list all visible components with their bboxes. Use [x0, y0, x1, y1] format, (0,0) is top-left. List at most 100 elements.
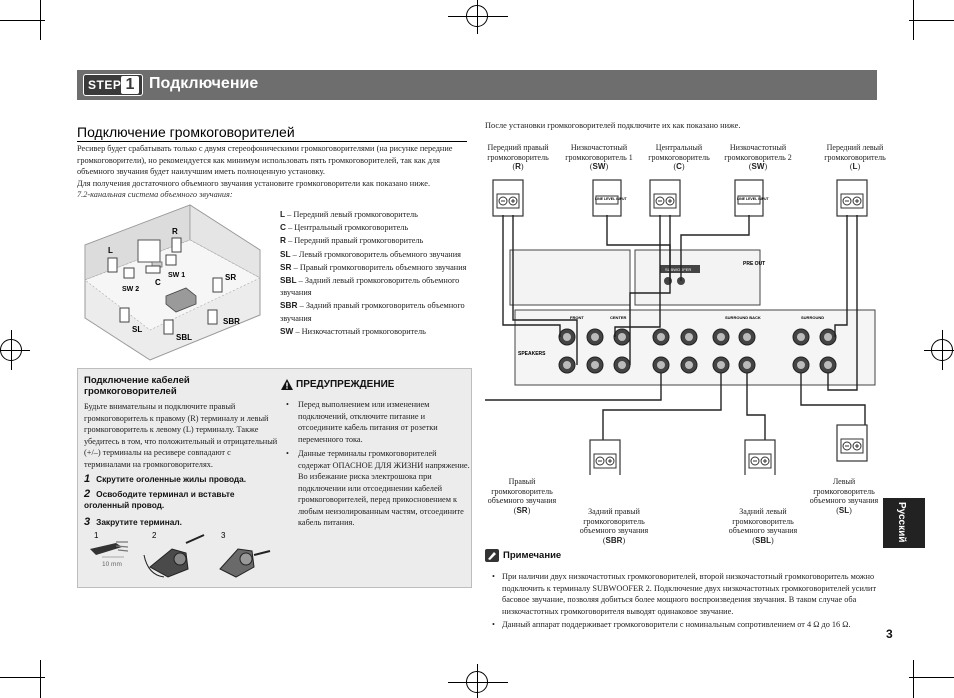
crop-mark — [909, 677, 954, 678]
header-bar: STEP 1 Подключение — [77, 70, 877, 100]
top-speaker-label: Передний правый громкоговоритель(R) — [487, 143, 549, 171]
legend-item: SBR – Задний правый громкоговоритель объ… — [280, 300, 465, 323]
room-layout-diagram: L R C SW 1 SW 2 SR SL SBL SBR — [84, 204, 261, 361]
legend-item: SBL – Задний левый громкоговоритель объе… — [280, 275, 460, 298]
language-label: Русский — [896, 502, 907, 543]
section-heading: Подключение громкоговорителей — [77, 124, 295, 140]
crop-mark — [913, 660, 914, 698]
wire-steps-diagram: 1 2 3 10 mm — [90, 531, 271, 578]
speaker-sbl-icon — [163, 319, 174, 335]
page-title: Подключение — [149, 75, 259, 92]
layout-caption: 7.2-канальная система объемного звучания… — [77, 190, 233, 199]
note-list: При наличии двух низкочастотных громкого… — [492, 571, 877, 633]
speaker-sbr-icon — [207, 309, 218, 325]
diagram-step-2: 2 — [152, 531, 157, 540]
step-badge: STEP 1 — [83, 74, 143, 96]
room-label-sbl: SBL — [176, 333, 192, 342]
crop-mark — [913, 0, 914, 40]
crop-mark — [40, 0, 41, 40]
room-label-sw1: SW 1 — [168, 272, 185, 279]
bottom-speaker-label: Правый громкоговоритель объемного звучан… — [487, 477, 557, 515]
crop-mark — [0, 677, 45, 678]
legend-item: L – Передний левый громкоговоритель — [280, 209, 418, 219]
cable-connection-box: Подключение кабелей громкоговорителей Бу… — [77, 368, 472, 588]
registration-mark — [0, 339, 22, 361]
registration-mark — [466, 5, 488, 27]
room-label-sl: SL — [132, 325, 142, 334]
sofa-icon — [165, 287, 197, 313]
registration-mark — [931, 339, 953, 361]
cable-box-paragraph: Будьте внимательны и подключите правый г… — [84, 402, 278, 469]
terminal-label-surround-back: SURROUND BACK — [725, 315, 761, 320]
note-icon — [485, 549, 499, 562]
room-label-sw2: SW 2 — [122, 286, 139, 293]
speaker-l-icon — [107, 257, 118, 273]
top-speaker-label: Центральный громкоговоритель(C) — [648, 143, 710, 171]
subwoofer-output-label: SUBWOOFER — [665, 267, 691, 272]
speaker-surround-left-icon — [836, 424, 868, 462]
room-label-sbr: SBR — [223, 317, 240, 326]
legend-item: SW – Низкочастотный громкоговоритель — [280, 325, 426, 336]
speaker-sl-icon — [119, 307, 130, 323]
crop-mark — [40, 660, 41, 698]
warning-heading: ПРЕДУПРЕЖДЕНИЕ — [296, 379, 395, 390]
room-label-r: R — [172, 227, 178, 236]
bottom-speaker-label: Задний правый громкоговоритель объемного… — [579, 507, 649, 545]
legend-item: SL – Левый громкоговоритель объемного зв… — [280, 248, 461, 259]
line-level-input-2: LINE LEVEL INPUT — [737, 197, 769, 201]
speaker-legend: L – Передний левый громкоговоритель C – … — [280, 208, 475, 338]
page-number: 3 — [886, 627, 893, 641]
step-word: STEP — [88, 78, 122, 92]
speaker-surround-back-left-icon — [744, 439, 776, 475]
diagram-step-3: 3 — [221, 531, 226, 540]
crop-mark — [909, 20, 954, 21]
wire-length-label: 10 mm — [102, 561, 122, 568]
step-number: 1 — [121, 76, 139, 94]
language-tab: Русский — [883, 498, 925, 548]
intro-paragraph-2: Для получения достаточного объемного зву… — [77, 179, 431, 188]
wiring-diagram: LINE LEVEL INPUT LINE LEVEL INPUT SUBWOO… — [485, 179, 876, 475]
speaker-sr-icon — [212, 277, 223, 293]
note-item: Данный аппарат поддерживает громкоговори… — [492, 619, 877, 631]
warning-item: Перед выполнением или изменением подключ… — [286, 399, 470, 445]
terminal-label-center: CENTER — [610, 315, 627, 320]
note-heading: Примечание — [503, 550, 562, 561]
room-label-l: L — [108, 246, 113, 255]
room-label-c: C — [155, 278, 161, 287]
speakers-label: SPEAKERS — [518, 351, 546, 357]
speaker-center-icon — [649, 179, 681, 217]
terminal-label-front: FRONT — [570, 315, 584, 320]
top-speaker-label: Низкочастотный громкоговоритель 1(SW) — [565, 143, 633, 171]
speaker-r-icon — [171, 237, 182, 253]
section-rule — [77, 141, 467, 142]
legend-item: SR – Правый громкоговоритель объемного з… — [280, 261, 467, 272]
top-speaker-label: Передний левый громкоговоритель(L) — [824, 143, 886, 171]
room-label-sr: SR — [225, 273, 236, 282]
speaker-front-left-icon — [836, 179, 868, 217]
terminal-label-surround: SURROUND — [801, 315, 824, 320]
speaker-sw2-icon — [123, 267, 135, 279]
warning-list: Перед выполнением или изменением подключ… — [286, 399, 470, 532]
bottom-speaker-label: Левый громкоговоритель объемного звучани… — [809, 477, 879, 515]
diagram-step-1: 1 — [94, 531, 99, 540]
bottom-speaker-label: Задний левый громкоговоритель объемного … — [728, 507, 798, 545]
legend-item: C – Центральный громкоговоритель — [280, 222, 409, 233]
speaker-sw1-icon — [165, 254, 177, 266]
speaker-surround-back-right-icon — [589, 439, 621, 475]
warning-icon — [281, 379, 293, 390]
cable-box-heading: Подключение кабелей громкоговорителей — [84, 375, 190, 397]
line-level-input-1: LINE LEVEL INPUT — [595, 197, 627, 201]
crop-mark — [0, 20, 45, 21]
legend-item: R – Передний правый громкоговоритель — [280, 235, 424, 246]
note-item: При наличии двух низкочастотных громкого… — [492, 571, 877, 617]
warning-item: Данные терминалы громкоговорителей содер… — [286, 448, 470, 529]
wiring-intro: После установки громкоговорителей подклю… — [485, 121, 741, 130]
speaker-c-icon — [145, 265, 161, 274]
speaker-front-right-icon — [492, 179, 524, 217]
registration-mark — [466, 671, 488, 693]
intro-paragraph: Ресивер будет срабатывать только с двумя… — [77, 144, 453, 176]
top-speaker-label: Низкочастотный громкоговоритель 2(SW) — [724, 143, 792, 171]
